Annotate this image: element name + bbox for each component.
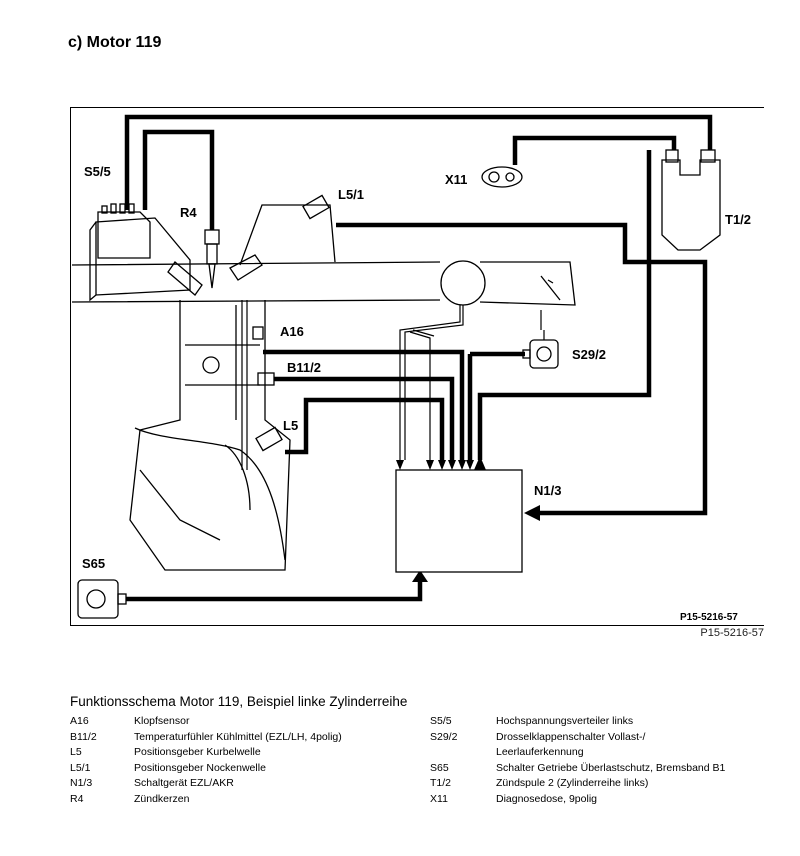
legend-row: S29/2 Drosselklappenschalter Vollast-/ bbox=[430, 730, 725, 746]
label-l5-1: L5/1 bbox=[338, 187, 364, 202]
label-s65: S65 bbox=[82, 556, 105, 571]
legend-row: A16 Klopfsensor bbox=[70, 714, 424, 730]
label-x11: X11 bbox=[445, 172, 467, 187]
legend-row: S5/5 Hochspannungsverteiler links bbox=[430, 714, 725, 730]
legend-key: L5/1 bbox=[70, 761, 91, 774]
label-s5-5: S5/5 bbox=[84, 164, 111, 179]
legend-text: Schalter Getriebe Überlastschutz, Bremsb… bbox=[496, 761, 726, 774]
label-s29-2: S29/2 bbox=[572, 347, 606, 362]
legend-key: S29/2 bbox=[430, 730, 458, 743]
heavy-wiring bbox=[124, 114, 713, 602]
legend-key: S5/5 bbox=[430, 715, 452, 727]
legend-row: Leerlauferkennung bbox=[430, 745, 725, 761]
figure-code-below: P15-5216-57 bbox=[700, 627, 764, 639]
legend-text: Zündkerzen bbox=[134, 792, 190, 805]
legend-row: S65 Schalter Getriebe Überlastschutz, Bre… bbox=[430, 761, 725, 777]
legend-row: N1/3 Schaltgerät EZL/AKR bbox=[70, 776, 424, 792]
legend-text: Drosselklappenschalter Vollast-/ bbox=[496, 730, 646, 743]
thin-wiring bbox=[241, 300, 545, 470]
legend-key: X11 bbox=[430, 792, 448, 805]
label-r4: R4 bbox=[180, 205, 197, 220]
legend-text: Leerlauferkennung bbox=[496, 746, 584, 758]
page-heading: c) Motor 119 bbox=[68, 34, 162, 51]
legend-row: R4 Zündkerzen bbox=[70, 792, 424, 808]
figure-code: P15-5216-57 bbox=[680, 612, 738, 623]
legend-left: A16 Klopfsensor B11/2 Temperaturfühler Küh… bbox=[70, 714, 424, 807]
legend-row: X11 Diagnosedose, 9polig bbox=[430, 792, 725, 808]
legend-row: L5/1 Positionsgeber Nockenwelle bbox=[70, 761, 424, 777]
legend-text: Positionsgeber Kurbelwelle bbox=[134, 746, 261, 758]
legend-right: S5/5 Hochspannungsverteiler links S29/2 Dr… bbox=[430, 714, 725, 807]
legend-text: Klopfsensor bbox=[134, 715, 190, 727]
legend-key: S65 bbox=[430, 761, 449, 774]
label-l5: L5 bbox=[283, 418, 298, 433]
legend-text: Diagnosedose, 9polig bbox=[496, 792, 597, 805]
legend-text: Temperaturfühler Kühlmittel (EZL/LH, 4po… bbox=[134, 730, 342, 743]
control-unit-box bbox=[395, 469, 523, 573]
label-a16: A16 bbox=[280, 324, 304, 339]
legend-key: A16 bbox=[70, 715, 89, 727]
arrow-heads bbox=[396, 456, 540, 582]
legend-text: Schaltgerät EZL/AKR bbox=[134, 777, 234, 789]
legend-text: Zündspule 2 (Zylinderreihe links) bbox=[496, 777, 649, 789]
label-n1-3: N1/3 bbox=[534, 483, 561, 498]
legend-row: T1/2 Zündspule 2 (Zylinderreihe links) bbox=[430, 776, 725, 792]
diagram-frame bbox=[70, 107, 764, 626]
legend-row: B11/2 Temperaturfühler Kühlmittel (EZL/LH… bbox=[70, 730, 424, 746]
diagram-caption: Funktionsschema Motor 119, Beispiel link… bbox=[70, 694, 408, 709]
legend-text: Positionsgeber Nockenwelle bbox=[134, 761, 266, 774]
legend-key: L5 bbox=[70, 746, 82, 758]
legend-key bbox=[430, 745, 496, 761]
label-t1-2: T1/2 bbox=[725, 212, 751, 227]
legend-key: N1/3 bbox=[70, 777, 93, 789]
legend-key: B11/2 bbox=[70, 730, 97, 743]
label-b11-2: B11/2 bbox=[287, 360, 321, 375]
legend-row: L5 Positionsgeber Kurbelwelle bbox=[70, 745, 424, 761]
legend-key: T1/2 bbox=[430, 777, 452, 789]
legend-key: R4 bbox=[70, 792, 84, 805]
legend-text: Hochspannungsverteiler links bbox=[496, 715, 634, 727]
